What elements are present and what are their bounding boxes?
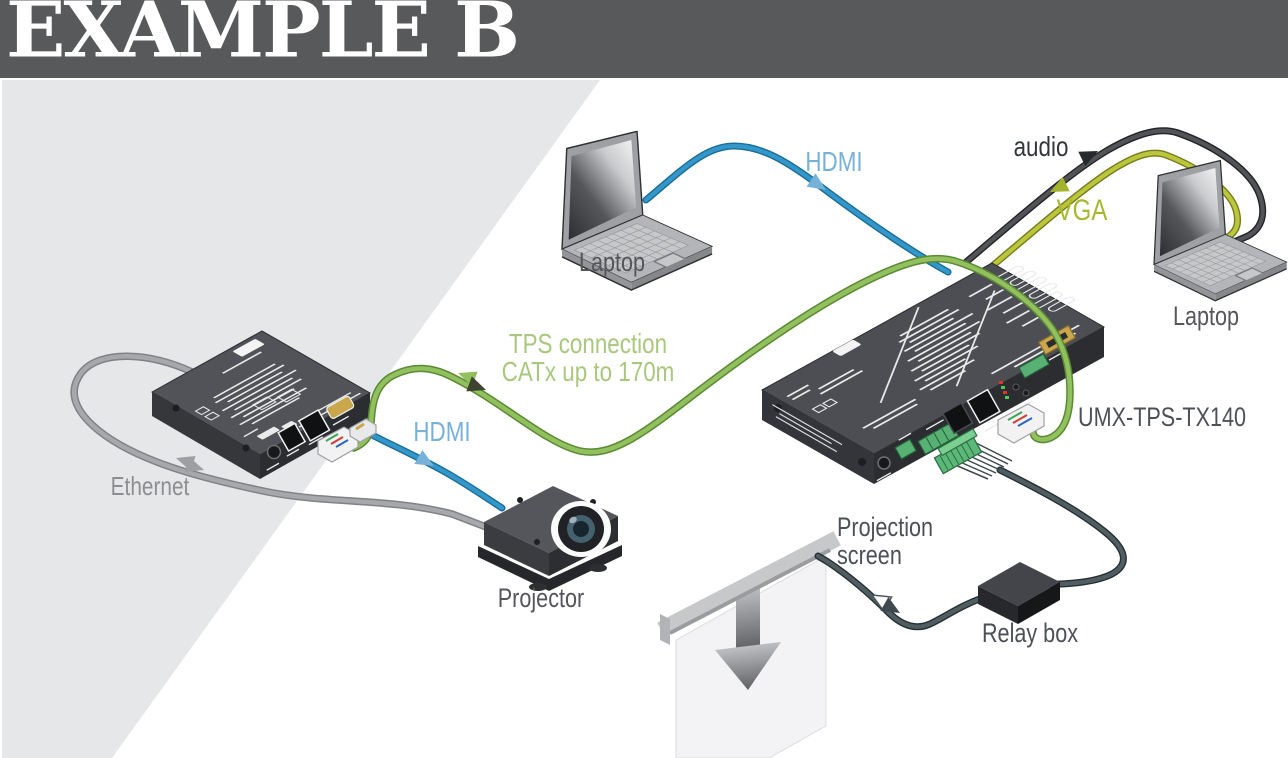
relay-box-label: Relay box xyxy=(981,618,1079,648)
ethernet-cable xyxy=(70,352,490,531)
relay-box xyxy=(978,562,1060,624)
projection-screen-label: Projection screen xyxy=(837,513,933,570)
tps-plug-receiver xyxy=(317,426,359,463)
audio-cable xyxy=(961,127,1267,267)
tps-connection-line1: TPS connection xyxy=(508,328,668,359)
hdmi-receiver-label: HDMI xyxy=(413,416,471,447)
receiver-ports xyxy=(243,395,355,471)
projector-lens xyxy=(551,501,611,557)
led-indicators xyxy=(999,381,1009,399)
hdmi-plug-receiver xyxy=(349,418,377,443)
hdmi-cable-laptop xyxy=(642,142,952,276)
relay-cable xyxy=(814,466,1127,631)
laptop-right xyxy=(1153,159,1288,302)
ethernet-label: Ethernet xyxy=(110,471,190,501)
projection-screen xyxy=(657,531,841,758)
hdmi-cable-receiver xyxy=(370,432,506,512)
vga-cable xyxy=(974,149,1242,282)
tps-connection-line2: CATx up to 170m xyxy=(501,356,675,387)
relay-terminal-plug xyxy=(933,427,1013,480)
hdmi-top-label: HDMI xyxy=(805,146,863,177)
tps-cable xyxy=(350,254,1074,456)
receiver-device xyxy=(150,330,372,479)
vga-label: VGA xyxy=(1056,194,1108,227)
transmitter-side-label xyxy=(772,404,843,453)
laptop-top-label: Laptop xyxy=(578,247,646,277)
audio-label: audio xyxy=(1013,131,1069,162)
projector-label: Projector xyxy=(497,583,585,613)
laptop-right-label: Laptop xyxy=(1172,301,1240,331)
screen-down-arrow xyxy=(715,586,781,690)
projection-screen-line1: Projection xyxy=(837,512,934,542)
transmitter-top-label xyxy=(786,265,1080,429)
projector xyxy=(478,486,622,591)
transmitter-device xyxy=(760,262,1106,484)
transmitter-model-label: UMX-TPS-TX140 xyxy=(1078,402,1247,432)
receiver-top-label xyxy=(194,339,362,440)
title-banner: EXAMPLE B xyxy=(0,0,1288,78)
tps-plug-transmitter xyxy=(997,403,1045,444)
projection-screen-line2: screen xyxy=(837,540,902,571)
page-title: EXAMPLE B xyxy=(6,0,520,76)
tps-connection-label: TPS connection CATx up to 170m xyxy=(484,330,692,386)
